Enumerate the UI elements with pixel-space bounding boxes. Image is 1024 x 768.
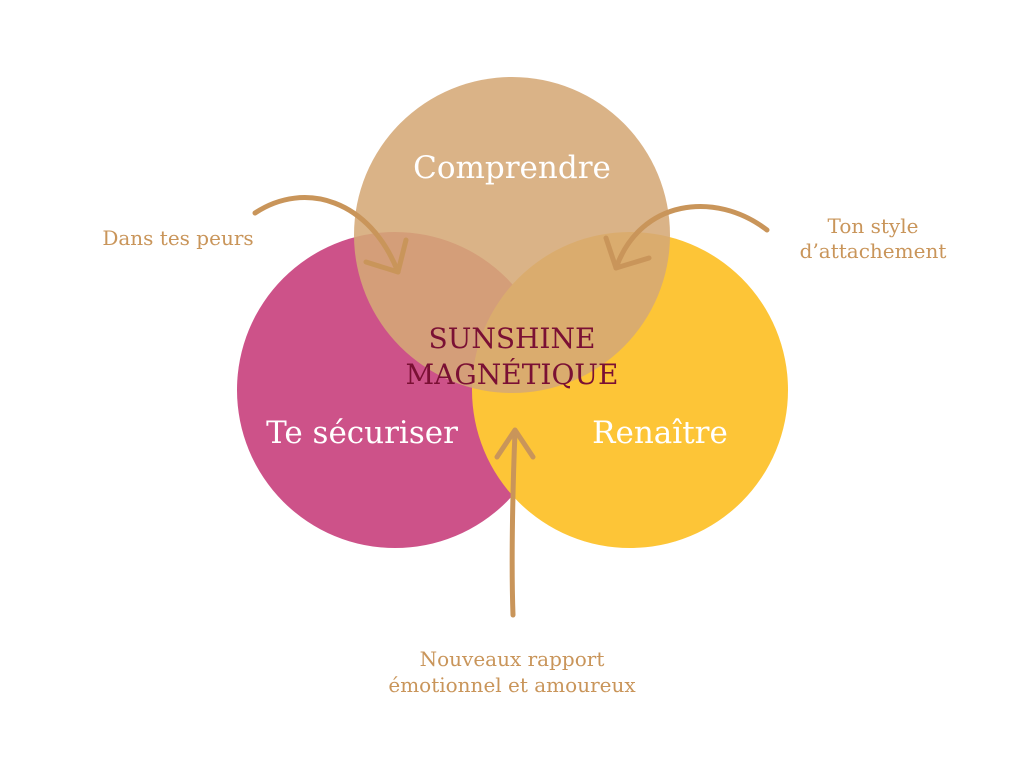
arrow-right-icon bbox=[603, 204, 770, 271]
arrow-left-icon bbox=[252, 195, 409, 275]
arrow-bottom-icon bbox=[494, 427, 536, 618]
note-ton-style-line1: Ton style bbox=[828, 214, 919, 238]
center-label-line1: SUNSHINE bbox=[429, 322, 596, 355]
center-label-line2: MAGNÉTIQUE bbox=[406, 358, 619, 391]
note-nouveaux-line2: émotionnel et amoureux bbox=[388, 673, 636, 697]
te-securiser-label: Te sécuriser bbox=[266, 415, 458, 451]
note-nouveaux-line1: Nouveaux rapport bbox=[420, 647, 605, 671]
note-ton-style-line2: d’attachement bbox=[800, 239, 947, 263]
circle-comprendre bbox=[354, 77, 670, 393]
note-dans-tes-peurs: Dans tes peurs bbox=[102, 226, 253, 250]
comprendre-label: Comprendre bbox=[413, 150, 611, 186]
renaitre-label: Renaître bbox=[592, 415, 728, 451]
